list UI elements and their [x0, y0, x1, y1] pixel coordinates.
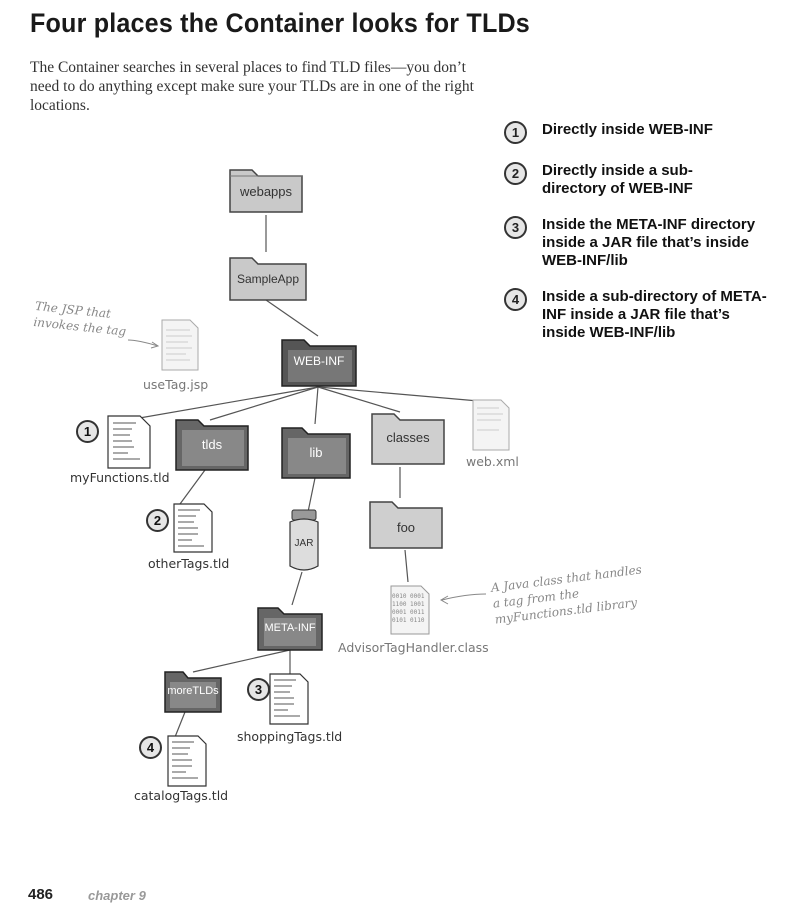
location-item-4: 4 Inside a sub-directory of META-INF ins… [504, 288, 784, 342]
location-number-4: 4 [504, 288, 527, 311]
folder-label-lib: lib [309, 445, 323, 460]
folder-label-tlds: tlds [201, 437, 223, 452]
folder-moretlds-icon: moreTLDs [162, 664, 224, 716]
binary-line: 1100 1001 [392, 601, 425, 608]
folder-label-classes: classes [386, 430, 430, 445]
folder-label-foo: foo [396, 520, 416, 535]
marker-4: 4 [139, 736, 162, 759]
folder-sampleapp-icon: SampleApp [226, 250, 310, 304]
folder-label-moretlds: moreTLDs [167, 685, 219, 697]
location-number-3: 3 [504, 216, 527, 239]
binary-line: 0101 0110 [392, 617, 425, 624]
location-list: 1 Directly inside WEB-INF 2 Directly ins… [504, 121, 784, 360]
advisor-filename: AdvisorTagHandler.class [338, 640, 489, 655]
binary-line: 0010 0001 [392, 593, 425, 600]
folder-tlds-icon: tlds [172, 412, 252, 474]
shoppingtags-filename: shoppingTags.tld [237, 729, 343, 744]
folder-webinf-icon: WEB-INF [278, 332, 360, 390]
jar-icon: JAR [286, 508, 322, 574]
jsp-file-icon [160, 318, 200, 372]
binary-content: 0010 0001 1100 1001 0001 0011 0101 0110 [392, 593, 425, 625]
catalogtags-filename: catalogTags.tld [134, 788, 229, 803]
marker-3: 3 [247, 678, 270, 701]
folder-label-sampleapp: SampleApp [236, 272, 300, 286]
page-number: 486 [28, 886, 54, 903]
marker-1: 1 [76, 420, 99, 443]
webxml-file-icon [471, 398, 511, 452]
folder-lib-icon: lib [278, 420, 354, 482]
usetag-filename: useTag.jsp [143, 377, 209, 392]
myfunctions-filename: myFunctions.tld [70, 470, 170, 485]
binary-line: 0001 0011 [392, 609, 425, 616]
othertags-file-icon [172, 502, 214, 554]
chapter-label: chapter 9 [88, 888, 146, 903]
folder-label-metainf: META-INF [264, 622, 316, 634]
location-item-1: 1 Directly inside WEB-INF [504, 121, 784, 144]
location-item-3: 3 Inside the META-INF directory inside a… [504, 216, 784, 270]
intro-paragraph: The Container searches in several places… [30, 59, 474, 114]
location-text-4: Inside a sub-directory of META-INF insid… [542, 288, 767, 341]
location-text-1: Directly inside WEB-INF [542, 121, 713, 138]
folder-label-webapps: webapps [239, 184, 293, 199]
myfunctions-file-icon [106, 414, 152, 470]
folder-classes-icon: classes [368, 406, 448, 468]
marker-2: 2 [146, 509, 169, 532]
webxml-filename: web.xml [466, 454, 519, 469]
folder-foo-icon: foo [366, 494, 446, 552]
advisor-class-file-icon [389, 584, 431, 636]
location-item-2: 2 Directly inside a sub-directory of WEB… [504, 162, 784, 198]
location-number-2: 2 [504, 162, 527, 185]
shoppingtags-file-icon [268, 672, 310, 726]
location-text-3: Inside the META-INF directory inside a J… [542, 216, 756, 269]
location-number-1: 1 [504, 121, 527, 144]
folder-label-webinf: WEB-INF [293, 354, 345, 368]
jar-label: JAR [294, 538, 314, 549]
folder-metainf-icon: META-INF [254, 600, 326, 654]
catalogtags-file-icon [166, 734, 208, 788]
location-text-2: Directly inside a sub-directory of WEB-I… [542, 162, 693, 197]
folder-webapps-icon: webapps [226, 160, 306, 216]
page-title: Four places the Container looks for TLDs [30, 8, 530, 38]
othertags-filename: otherTags.tld [148, 556, 230, 571]
